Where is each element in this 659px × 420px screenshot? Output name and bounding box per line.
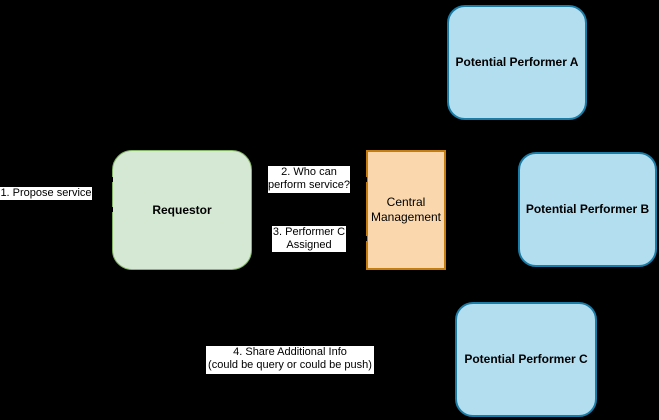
node-potential-performer-b-label: Potential Performer B xyxy=(525,202,650,216)
node-central-management-label: Central Management xyxy=(370,195,442,224)
node-requestor: Requestor xyxy=(112,150,252,270)
node-potential-performer-b: Potential Performer B xyxy=(518,152,657,267)
connector-arrowhead xyxy=(363,177,367,182)
node-requestor-label: Requestor xyxy=(152,202,212,217)
node-potential-performer-c-label: Potential Performer C xyxy=(464,352,588,366)
message-label-share-additional-info: 4. Share Additional Info (could be query… xyxy=(206,346,374,374)
node-potential-performer-c: Potential Performer C xyxy=(455,302,597,417)
node-potential-performer-a-label: Potential Performer A xyxy=(455,55,579,69)
node-potential-performer-a: Potential Performer A xyxy=(447,5,587,120)
connector-arrowhead xyxy=(363,236,367,241)
message-label-performer-c-assigned: 3. Performer C Assigned xyxy=(272,226,346,252)
message-label-who-can-perform: 2. Who can perform service? xyxy=(268,166,350,193)
node-central-management: Central Management xyxy=(366,150,446,270)
connector-arrowhead xyxy=(109,177,113,182)
message-label-propose-service: 1. Propose service xyxy=(0,187,92,200)
connector-arrowhead xyxy=(109,207,113,212)
